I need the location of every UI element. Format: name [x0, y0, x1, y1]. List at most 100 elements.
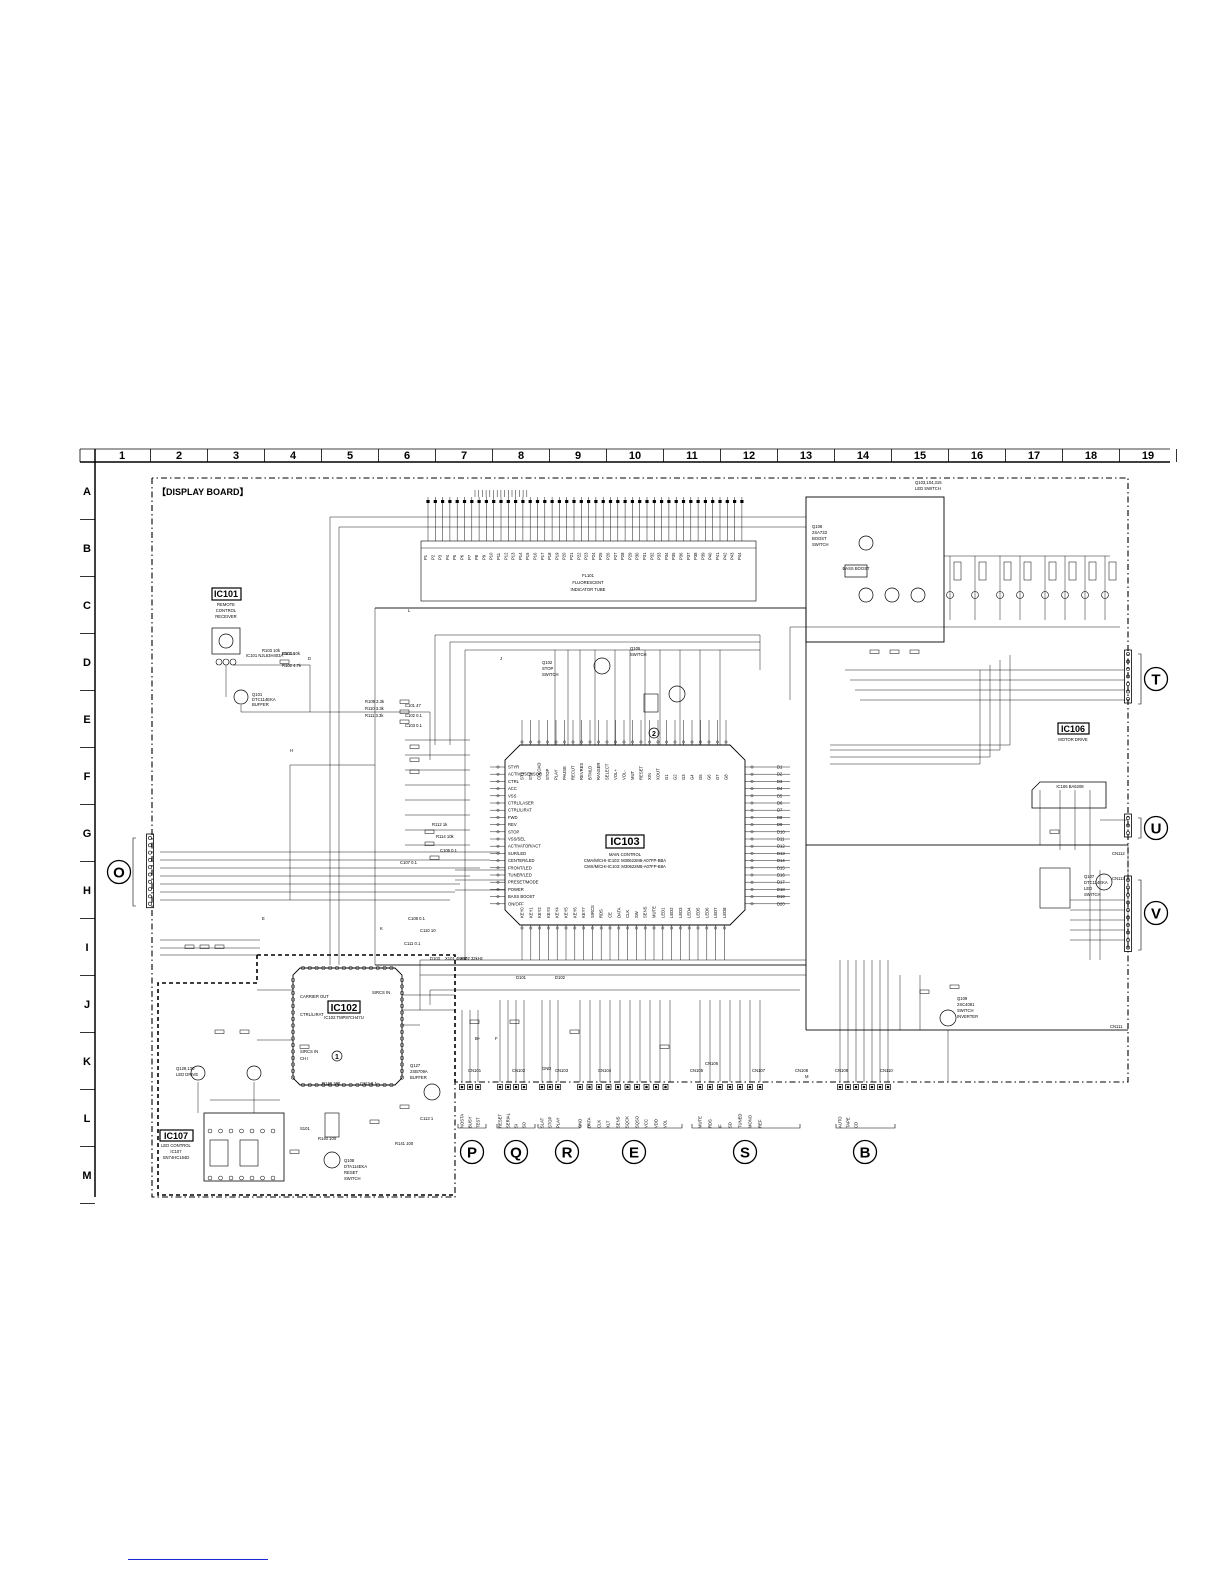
- component-label: CN112: [1112, 851, 1125, 856]
- svg-text:P18: P18: [547, 552, 552, 560]
- svg-text:P28: P28: [620, 552, 625, 560]
- component-label: D103: [430, 956, 441, 961]
- ic101-desc-2: RECEIVER: [215, 614, 236, 619]
- svg-text:POWER: POWER: [508, 887, 524, 892]
- grid-row-E: E: [83, 714, 90, 726]
- svg-text:CTRL/LIRAT: CTRL/LIRAT: [508, 808, 532, 813]
- component-label: CN109: [835, 1068, 849, 1073]
- svg-text:P19: P19: [554, 552, 559, 560]
- svg-text:P26: P26: [606, 552, 611, 560]
- svg-text:TAPE: TAPE: [846, 1117, 851, 1128]
- svg-text:LED1: LED1: [660, 907, 665, 918]
- component-label: H: [290, 748, 293, 753]
- ic102-pin-sircs: SIRCS IN: [372, 990, 390, 995]
- component-label: R102 4.7k: [282, 663, 302, 668]
- ic107-subblock-border: [157, 955, 455, 1196]
- component-label: E: [262, 916, 265, 921]
- grid-row-H: H: [83, 885, 91, 897]
- ic101-desc-0: REMOTE: [217, 602, 235, 607]
- svg-text:SQCK: SQCK: [625, 1116, 630, 1128]
- grid-col-6: 6: [404, 450, 410, 462]
- svg-text:SUR/LED: SUR/LED: [508, 851, 526, 856]
- svg-text:P22: P22: [576, 552, 581, 560]
- svg-text:PLAY: PLAY: [554, 769, 559, 780]
- grid-col-5: 5: [347, 450, 353, 462]
- svg-text:D6: D6: [777, 801, 783, 806]
- svg-text:P32: P32: [649, 552, 654, 560]
- svg-text:SERIAL: SERIAL: [506, 1112, 511, 1128]
- svg-text:XLT: XLT: [606, 1120, 611, 1128]
- grid-frame: [80, 448, 1170, 1197]
- ic101-part: IC101 NJL63H403A: [246, 653, 283, 658]
- grid-col-11: 11: [686, 450, 698, 462]
- transistor-group-upper: Q102 STOP SWITCH Q105 SWITCH 2: [542, 646, 686, 739]
- svg-text:KEY2: KEY2: [537, 907, 542, 918]
- q109-func2: INVERTER: [957, 1014, 978, 1019]
- footer-link-underline[interactable]: [128, 1559, 268, 1560]
- svg-text:MUTE: MUTE: [652, 906, 657, 918]
- svg-text:D1: D1: [777, 765, 783, 770]
- component-label: CN110: [880, 1068, 893, 1073]
- q101-part: DTC114EKA: [252, 697, 276, 702]
- svg-text:D11: D11: [777, 837, 785, 842]
- svg-text:FRONT/LED: FRONT/LED: [508, 865, 532, 870]
- grid-row-A: A: [83, 486, 91, 498]
- svg-text:KEY3: KEY3: [546, 907, 551, 918]
- svg-text:VSS: VSS: [508, 793, 517, 798]
- svg-text:VOL+: VOL+: [613, 769, 618, 780]
- ic107-desc-1: IC107: [170, 1149, 182, 1154]
- ic103-label: IC103: [610, 836, 639, 848]
- component-label: CN114: [282, 651, 295, 656]
- connector-u-circle: [1143, 815, 1169, 841]
- svg-text:TUNER/LED: TUNER/LED: [508, 873, 532, 878]
- connector-o-label: O: [113, 865, 125, 882]
- ic106-desc: MOTOR DRIVE: [1058, 737, 1088, 742]
- grid-row-J: J: [84, 999, 90, 1011]
- component-label: D: [308, 656, 311, 661]
- ic107-desc-0: LED CONTROL: [161, 1143, 191, 1148]
- grid-col-14: 14: [857, 450, 870, 462]
- component-label: C107 0.1: [400, 860, 418, 865]
- grid-col-1: 1: [119, 450, 125, 462]
- component-label: R103 10k: [262, 648, 281, 653]
- svg-text:XIN: XIN: [647, 773, 652, 780]
- svg-text:P40: P40: [708, 552, 713, 560]
- connector-s-circle: [732, 1139, 758, 1165]
- grid-col-8: 8: [518, 450, 524, 462]
- svg-text:PAUSE: PAUSE: [562, 766, 567, 780]
- component-label: J: [500, 656, 502, 661]
- connector-t-label: T: [1151, 672, 1160, 689]
- svg-text:G3: G3: [681, 774, 686, 780]
- ic102-pin-carrier: CARRIER OUT: [300, 994, 329, 999]
- grid-col-4: 4: [290, 450, 297, 462]
- q106-func: BOOST: [812, 536, 827, 541]
- svg-text:TUNED: TUNED: [738, 1114, 743, 1128]
- svg-text:D2: D2: [777, 772, 783, 777]
- grid-row-I: I: [85, 942, 88, 954]
- component-label: CN101: [468, 1068, 482, 1073]
- ic107-desc-2: SN74HC164D: [163, 1155, 190, 1160]
- component-label: CN113: [1112, 876, 1125, 881]
- svg-text:ST2: ST2: [528, 772, 533, 780]
- svg-text:D13: D13: [777, 851, 785, 856]
- svg-text:P12: P12: [503, 552, 508, 560]
- grid-col-9: 9: [575, 450, 581, 462]
- svg-text:NOSTA: NOSTA: [460, 1114, 465, 1128]
- component-label: CN108: [795, 1068, 809, 1073]
- svg-text:D18: D18: [777, 887, 785, 892]
- svg-text:RANSER: RANSER: [596, 763, 601, 780]
- svg-text:D8: D8: [777, 815, 783, 820]
- svg-text:P20: P20: [562, 552, 567, 560]
- svg-text:XOUT: XOUT: [656, 768, 661, 780]
- svg-text:STOP: STOP: [508, 829, 520, 834]
- svg-text:MONO: MONO: [748, 1114, 753, 1128]
- svg-text:STYR: STYR: [508, 765, 519, 770]
- grid-col-15: 15: [914, 450, 926, 462]
- svg-text:D17: D17: [777, 880, 785, 885]
- q106-label: Q106: [812, 524, 823, 529]
- grid-row-G: G: [83, 828, 92, 840]
- svg-text:P8: P8: [474, 554, 479, 560]
